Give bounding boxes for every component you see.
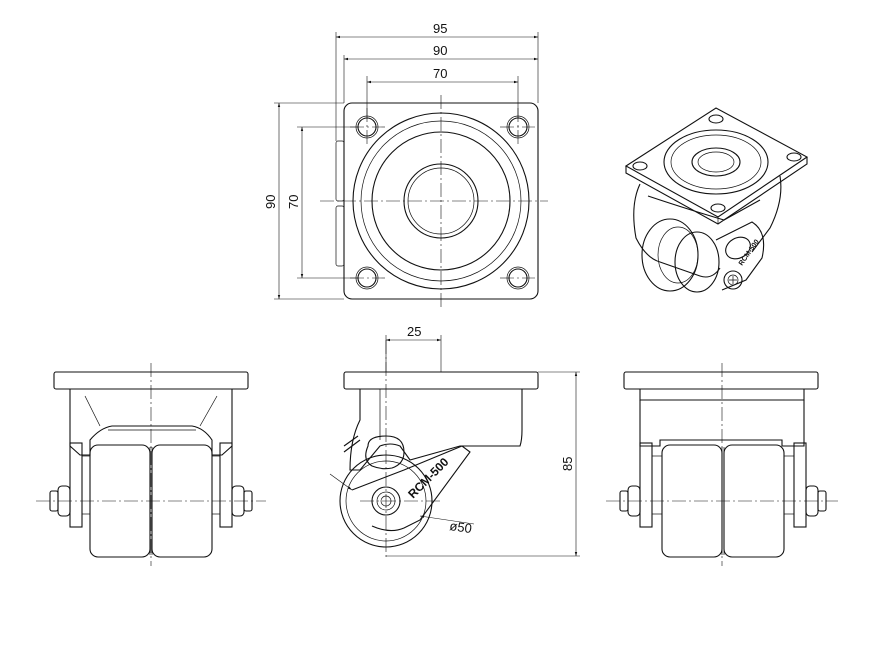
isometric-view: RCM-500	[624, 107, 809, 293]
dim-90-label: 90	[433, 43, 447, 58]
top-view: 95 90 70 90 70	[263, 21, 548, 308]
dim-85-label: 85	[560, 457, 575, 471]
rear-view	[606, 363, 838, 566]
dim-diameter-label: ø50	[449, 518, 473, 536]
model-label-side: RCM-500	[405, 455, 451, 501]
dim-70-vertical-label: 70	[286, 195, 301, 209]
dim-90-vertical-label: 90	[263, 195, 278, 209]
dim-95-label: 95	[433, 21, 447, 36]
front-view	[36, 363, 266, 566]
dim-70-label: 70	[433, 66, 447, 81]
side-view: RCM-500 ø50 25 85	[329, 324, 580, 560]
dim-25-label: 25	[407, 324, 421, 339]
